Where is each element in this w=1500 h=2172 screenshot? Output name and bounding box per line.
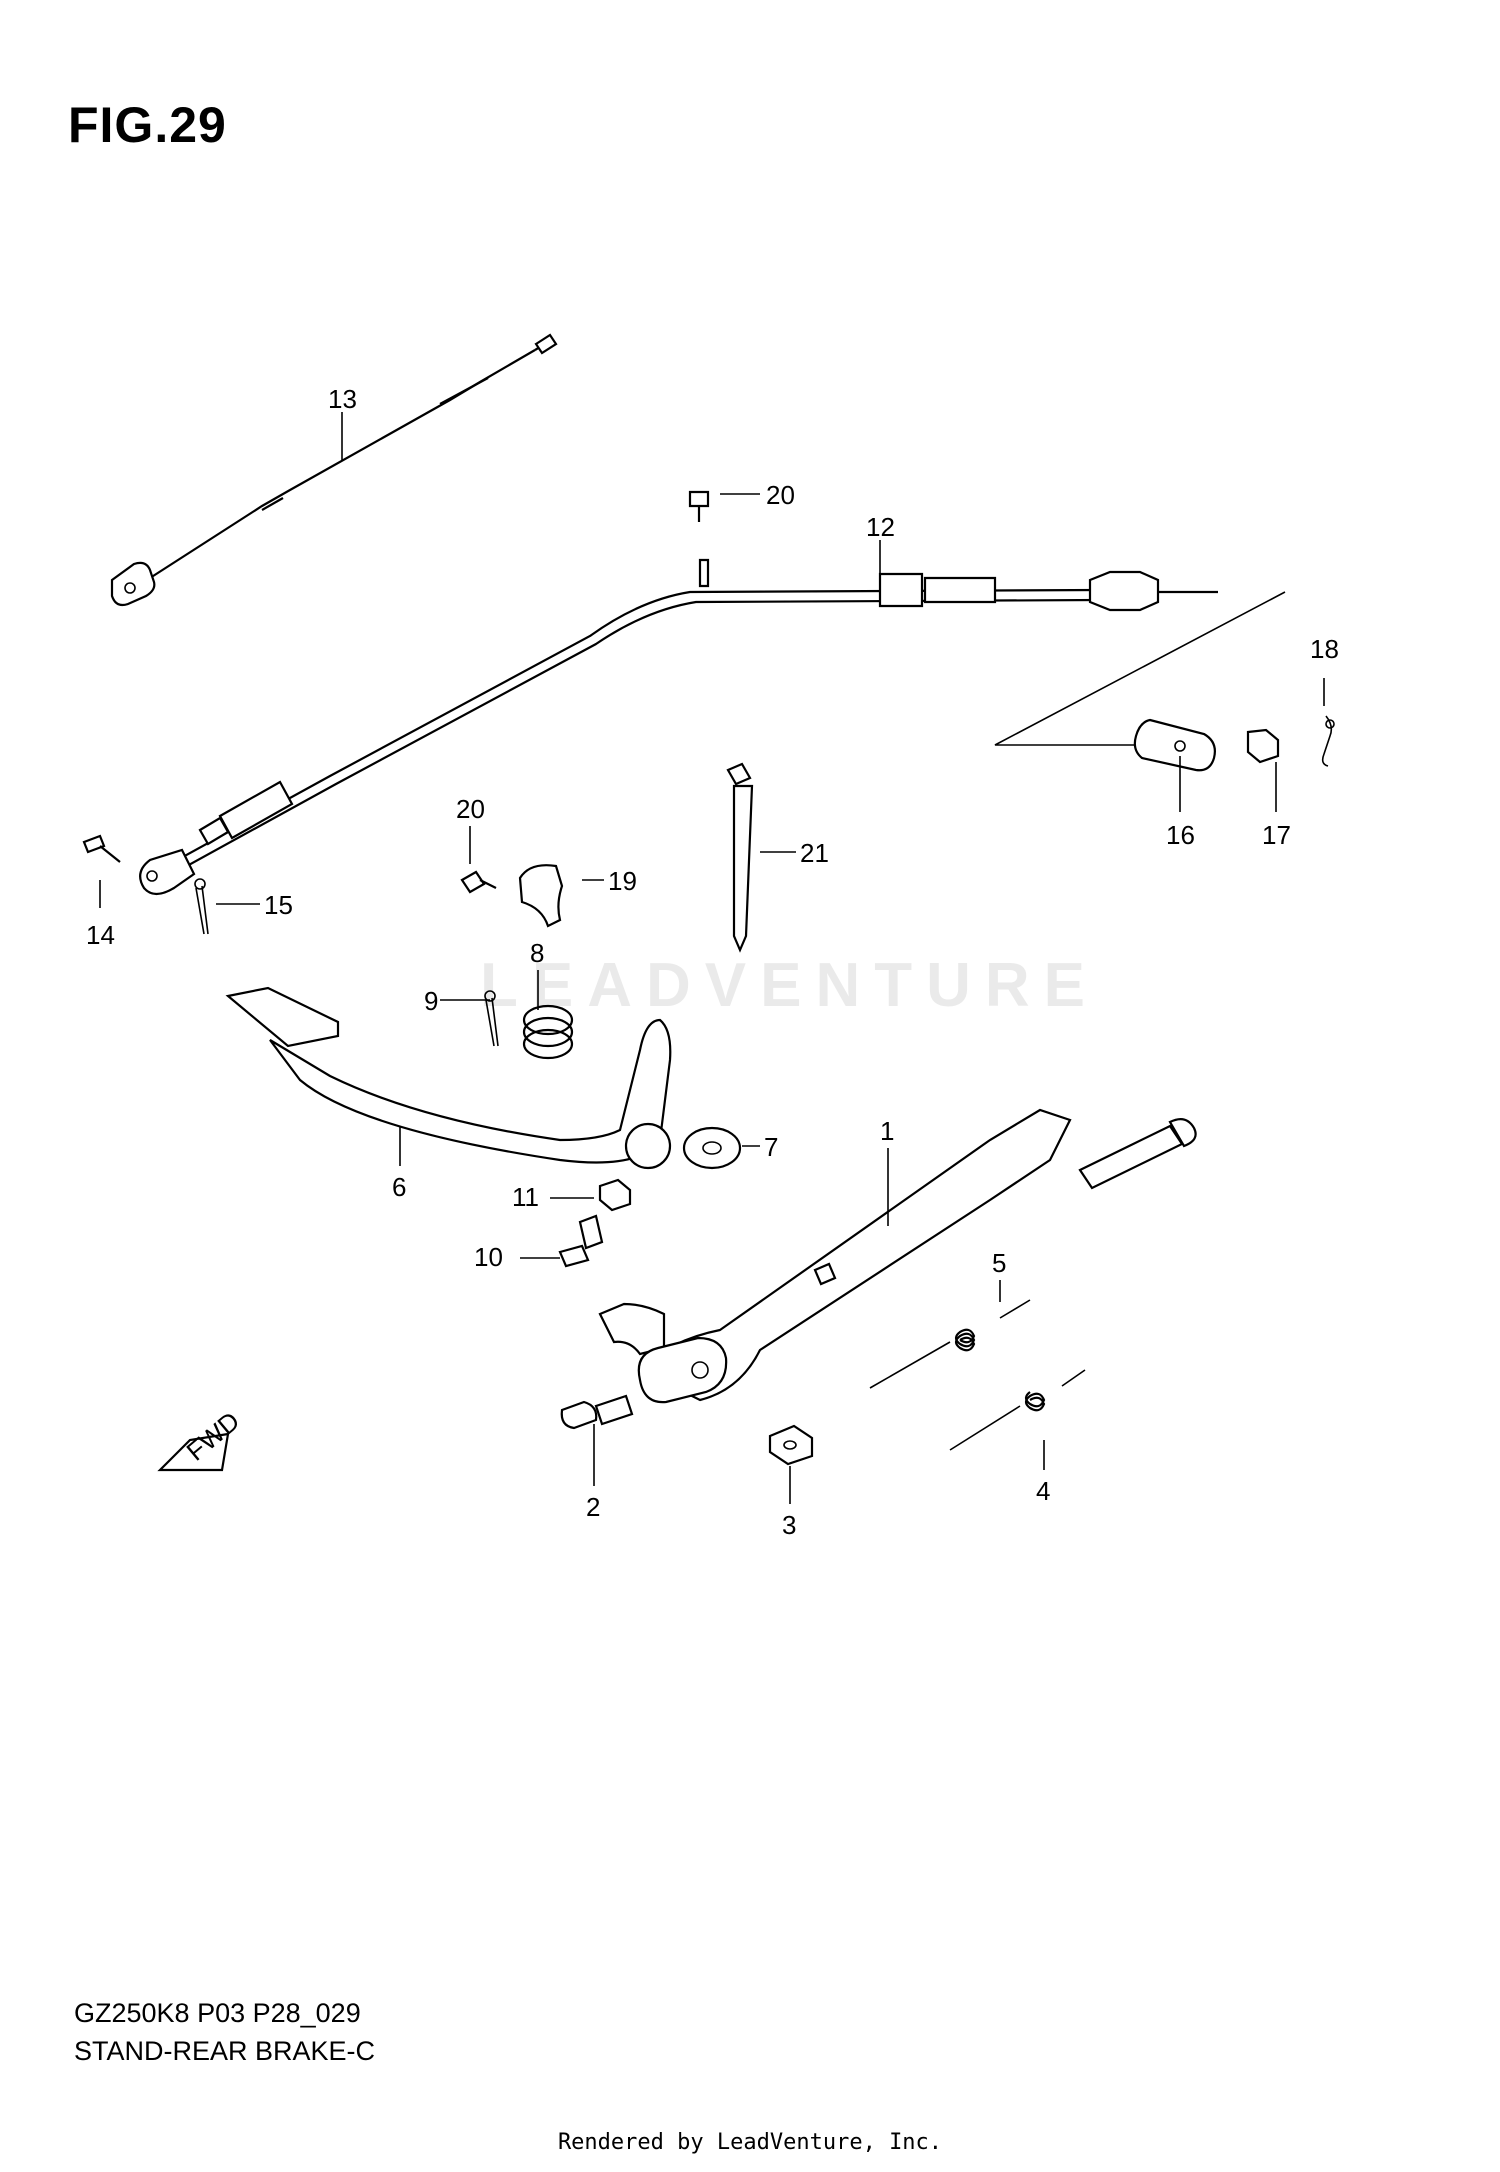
part-21-cable-tie[interactable] xyxy=(726,762,754,953)
part-20-bolt-upper[interactable] xyxy=(688,490,710,522)
callout-4: 4 xyxy=(1036,1476,1050,1506)
callout-1: 1 xyxy=(880,1116,894,1146)
diagram-name: STAND-REAR BRAKE-C xyxy=(74,2036,376,2066)
watermark-logo-text: LEADVENTURE xyxy=(480,951,1100,1020)
part-10-bolt[interactable] xyxy=(558,1214,604,1268)
callout-2: 2 xyxy=(586,1492,600,1522)
part-13-cable[interactable] xyxy=(110,333,558,607)
part-1-side-stand[interactable] xyxy=(598,1108,1197,1404)
part-4-spring[interactable] xyxy=(949,1369,1086,1451)
part-19-bracket[interactable] xyxy=(518,864,564,928)
callout-12: 12 xyxy=(866,512,895,542)
part-20-bolt-lower[interactable] xyxy=(460,870,497,894)
part-8-spring[interactable] xyxy=(522,1004,574,1060)
callout-20-upper: 20 xyxy=(766,480,795,510)
callout-7: 7 xyxy=(764,1132,778,1162)
figure-title: FIG.29 xyxy=(68,97,227,153)
callout-6: 6 xyxy=(392,1172,406,1202)
watermark: LEADVENTURE xyxy=(480,950,1100,1021)
footer-credit: Rendered by LeadVenture, Inc. xyxy=(557,2130,943,2155)
part-14-pin[interactable] xyxy=(82,834,121,863)
part-17-nut[interactable] xyxy=(1246,728,1280,764)
callout-8: 8 xyxy=(530,938,544,968)
callout-labels: 13 20 12 18 16 17 20 19 21 15 14 8 9 6 7… xyxy=(86,384,1339,1540)
callout-18: 18 xyxy=(1310,634,1339,664)
callout-21: 21 xyxy=(800,838,829,868)
callout-9: 9 xyxy=(424,986,438,1016)
callout-3: 3 xyxy=(782,1510,796,1540)
callout-20-lower: 20 xyxy=(456,794,485,824)
part-6-brake-pedal[interactable] xyxy=(225,986,672,1170)
part-12-cable[interactable] xyxy=(139,558,1218,896)
part-3-nut[interactable] xyxy=(768,1424,814,1466)
diagram-code: GZ250K8 P03 P28_029 xyxy=(74,1998,361,2028)
callout-10: 10 xyxy=(474,1242,503,1272)
part-11-nut[interactable] xyxy=(598,1178,632,1212)
part-7-washer[interactable] xyxy=(682,1126,742,1170)
part-5-spring[interactable] xyxy=(869,1299,1031,1389)
callout-13: 13 xyxy=(328,384,357,414)
leader-lines xyxy=(99,412,1325,1504)
callout-11: 11 xyxy=(512,1182,539,1212)
part-16-joint[interactable] xyxy=(1133,718,1216,772)
callout-16: 16 xyxy=(1166,820,1195,850)
part-15-cotter-pin[interactable] xyxy=(194,878,209,935)
callout-5: 5 xyxy=(992,1248,1006,1278)
callout-15: 15 xyxy=(264,890,293,920)
part-18-clip[interactable] xyxy=(1321,715,1335,767)
callout-17: 17 xyxy=(1262,820,1291,850)
cable-end-guides xyxy=(994,591,1286,746)
callout-19: 19 xyxy=(608,866,637,896)
part-9-pin[interactable] xyxy=(484,990,499,1047)
callout-14: 14 xyxy=(86,920,115,950)
part-2-bolt[interactable] xyxy=(560,1394,634,1430)
forward-arrow-icon: FWD xyxy=(157,1406,245,1472)
